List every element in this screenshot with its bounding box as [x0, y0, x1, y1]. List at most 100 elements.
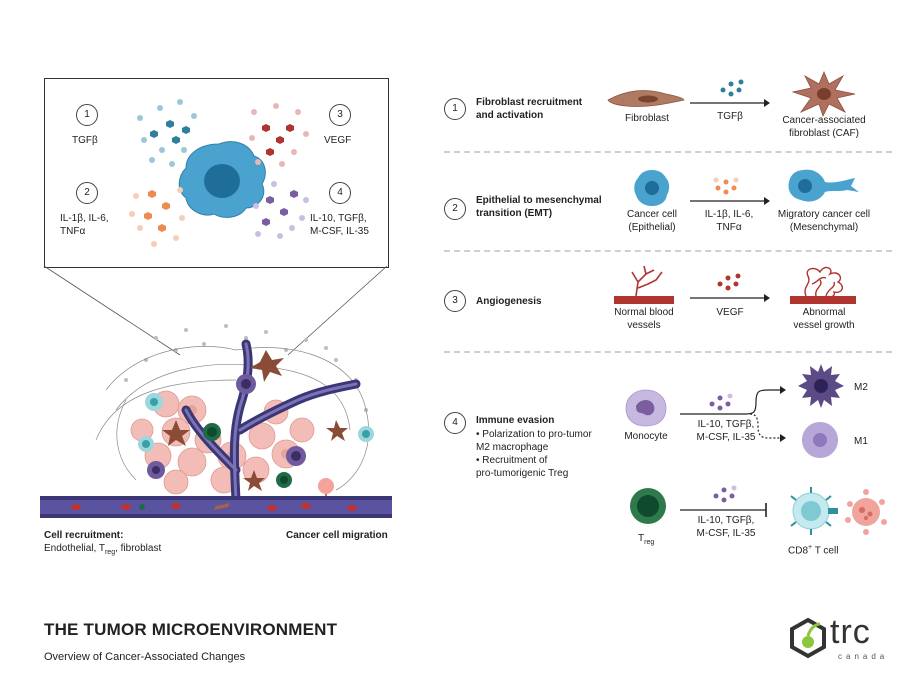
- inset-label-2: IL-1β, IL-6, TNFα: [60, 212, 109, 238]
- step-4-bullets: • Polarization to pro-tumor M2 macrophag…: [476, 428, 592, 480]
- divider-2: [444, 250, 892, 252]
- step-2-left-line-2: (Epithelial): [628, 222, 676, 233]
- caf-icon: [791, 70, 856, 118]
- step-2-left-label: Cancer cell (Epithelial): [614, 208, 690, 234]
- step-1-left-label: Fibroblast: [625, 113, 669, 124]
- step-3-right-line-2: vessel growth: [793, 320, 855, 331]
- treg-mid-label: IL-10, TGFβ, M-CSF, IL-35: [688, 514, 764, 540]
- divider-1: [444, 151, 892, 153]
- inset-label-4-line-2: M-CSF, IL-35: [310, 226, 369, 237]
- step-4-mid-label: IL-10, TGFβ, M-CSF, IL-35: [688, 418, 764, 444]
- step-1-title: Fibroblast recruitment and activation: [476, 96, 582, 122]
- step-4-mid-line-1: IL-10, TGFβ,: [697, 419, 755, 430]
- step-1-arrow: [690, 99, 770, 107]
- step-3-left-line-2: vessels: [627, 320, 661, 331]
- step-2-cytokine-molecules-icon: [713, 177, 739, 195]
- inset-label-4: IL-10, TGFβ, M-CSF, IL-35: [310, 212, 369, 238]
- step-1-right-line-2: fibroblast (CAF): [788, 128, 859, 139]
- step-3-arrow: [690, 294, 770, 302]
- step-2-mid-label: IL-1β, IL-6, TNFα: [694, 208, 764, 234]
- dying-cancer-cell-icon: [845, 489, 887, 535]
- step-3-right-label: Abnormal vessel growth: [770, 306, 878, 332]
- step-4-number: 4: [444, 412, 466, 434]
- step-1-title-line-1: Fibroblast recruitment: [476, 97, 583, 108]
- inset-cancer-cell-illustration: [129, 99, 309, 247]
- m2-label: M2: [854, 382, 868, 393]
- step-1-tgfb-molecules-icon: [720, 79, 744, 97]
- step-3-left-label: Normal blood vessels: [604, 306, 684, 332]
- abnormal-vessel-growth-icon: [790, 266, 856, 304]
- treg-label-sub: reg: [644, 539, 655, 546]
- inset-label-3: VEGF: [324, 135, 352, 146]
- m1-label: M1: [854, 436, 868, 447]
- logo-subtext: canada: [838, 652, 889, 661]
- cell-recruitment-post: , fibroblast: [115, 543, 162, 554]
- cell-recruitment-sub: reg: [104, 549, 116, 556]
- inset-label-4-line-1: IL-10, TGFβ,: [310, 213, 367, 224]
- cd8-label-pre: CD8: [788, 545, 809, 557]
- trc-logo-icon: [790, 617, 826, 659]
- cancer-cell-migration-label: Cancer cell migration: [286, 530, 388, 541]
- cd8-label-sup: +: [808, 544, 813, 551]
- logo-text: trc: [830, 613, 871, 651]
- inset-label-2-line-1: IL-1β, IL-6,: [60, 213, 109, 224]
- step-4-bullet-2-cont: pro-tumorigenic Treg: [476, 468, 569, 479]
- step-3-right-line-1: Abnormal: [802, 307, 846, 318]
- step-1-right-line-1: Cancer-associated: [782, 115, 866, 126]
- treg-mid-line-2: M-CSF, IL-35: [696, 528, 756, 539]
- monocyte-label: Monocyte: [624, 431, 668, 442]
- page-title: THE TUMOR MICROENVIRONMENT: [44, 620, 338, 639]
- cancer-cell-icon: [634, 170, 670, 206]
- inset-num-4: 4: [329, 182, 351, 204]
- inset-num-1: 1: [76, 104, 98, 126]
- treg-cell-icon: [630, 488, 666, 524]
- step-3-mid-label: VEGF: [716, 307, 744, 318]
- step-1-right-label: Cancer-associated fibroblast (CAF): [770, 114, 878, 140]
- cell-recruitment-list: Endothelial, Treg, fibroblast: [44, 542, 161, 559]
- treg-molecules-icon: [713, 485, 737, 503]
- step-4-bullet-1-cont: M2 macrophage: [476, 442, 549, 453]
- step-4-title: Immune evasion: [476, 415, 555, 426]
- step-2-number: 2: [444, 198, 466, 220]
- step-2-mid-line-2: TNFα: [716, 222, 742, 233]
- inset-label-2-line-2: TNFα: [60, 226, 86, 237]
- treg-label: Treg: [638, 532, 654, 549]
- treg-label-pre: T: [638, 533, 645, 544]
- inset-num-3: 3: [329, 104, 351, 126]
- m1-macrophage-icon: [802, 422, 838, 458]
- page-subtitle: Overview of Cancer-Associated Changes: [44, 651, 246, 663]
- step-2-right-line-2: (Mesenchymal): [789, 222, 859, 233]
- divider-3: [444, 351, 892, 353]
- cd8-t-cell-icon: [790, 487, 838, 535]
- treg-mid-line-1: IL-10, TGFβ,: [697, 515, 755, 526]
- monocyte-icon: [625, 389, 667, 427]
- inset-label-1: TGFβ: [72, 135, 98, 146]
- step-2-title-line-2: transition (EMT): [476, 208, 553, 219]
- inhibition-arrow: [680, 503, 767, 517]
- cd8-t-cell-label: CD8+ T cell: [788, 541, 838, 557]
- cell-recruitment-heading: Cell recruitment:: [44, 530, 124, 541]
- inset-num-2: 2: [76, 182, 98, 204]
- step-4-molecules-icon: [709, 393, 733, 411]
- step-3-vegf-molecules-icon: [717, 273, 741, 291]
- step-4-bullet-1: • Polarization to pro-tumor: [476, 429, 592, 440]
- m2-macrophage-icon: [798, 364, 844, 408]
- inset-box: [44, 78, 389, 268]
- step-2-left-line-1: Cancer cell: [626, 209, 678, 220]
- tumor-illustration: [40, 324, 392, 518]
- step-2-arrow: [690, 197, 770, 205]
- cell-recruitment-pre: Endothelial, T: [44, 543, 105, 554]
- step-3-title: Angiogenesis: [476, 296, 542, 307]
- step-2-title-line-1: Epithelial to mesenchymal: [476, 195, 602, 206]
- step-4-bullet-2: • Recruitment of: [476, 455, 548, 466]
- step-3-number: 3: [444, 290, 466, 312]
- step-2-right-label: Migratory cancer cell (Mesenchymal): [764, 208, 884, 234]
- step-4-branch-arrows: [680, 386, 786, 442]
- normal-blood-vessels-icon: [614, 265, 674, 304]
- step-3-left-line-1: Normal blood: [614, 307, 674, 318]
- fibroblast-icon: [607, 90, 685, 107]
- step-2-right-line-1: Migratory cancer cell: [777, 209, 871, 220]
- step-1-number: 1: [444, 98, 466, 120]
- step-4-mid-line-2: M-CSF, IL-35: [696, 432, 756, 443]
- step-2-mid-line-1: IL-1β, IL-6,: [704, 209, 754, 220]
